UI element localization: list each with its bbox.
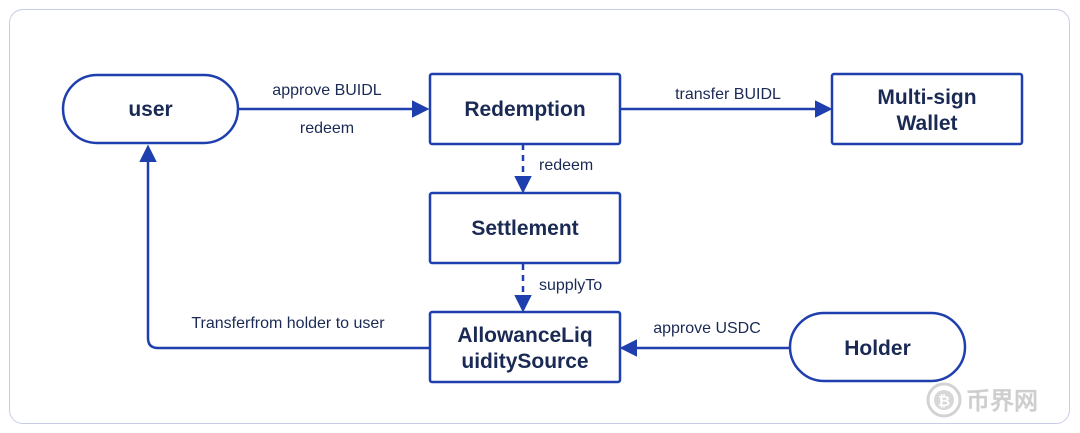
bitcoin-coin-icon: ₿	[926, 382, 962, 418]
node-settlement-label: Settlement	[471, 217, 578, 240]
watermark: ₿ 币界网	[926, 382, 1038, 418]
edge-label-approve-buidl: approve BUIDL	[272, 82, 381, 99]
node-allowance-liquidity-source: AllowanceLiq uiditySource	[428, 310, 622, 384]
node-allowance-label-line2: uiditySource	[461, 350, 588, 373]
node-multisig-label-line2: Wallet	[896, 112, 957, 135]
edge-label-approve-usdc: approve USDC	[653, 320, 761, 337]
edge-label-supply-to: supplyTo	[539, 277, 602, 294]
node-user-label: user	[128, 98, 172, 121]
watermark-text: 币界网	[966, 388, 1038, 415]
node-redemption: Redemption	[428, 72, 622, 146]
edge-label-redeem-settlement: redeem	[539, 157, 593, 174]
node-holder: Holder	[788, 311, 967, 383]
node-settlement: Settlement	[428, 191, 622, 265]
svg-text:₿: ₿	[938, 393, 950, 410]
edge-label-redeem-user: redeem	[300, 120, 354, 137]
node-allowance-label-line1: AllowanceLiq	[457, 324, 592, 347]
node-user: user	[61, 73, 240, 145]
node-multisig-wallet: Multi-sign Wallet	[830, 72, 1024, 146]
node-holder-label: Holder	[844, 337, 911, 360]
node-multisig-label-line1: Multi-sign	[877, 86, 976, 109]
node-redemption-label: Redemption	[464, 98, 585, 121]
edge-label-transferfrom: Transferfrom holder to user	[191, 315, 385, 332]
edge-label-transfer-buidl: transfer BUIDL	[675, 86, 781, 103]
edge-allowance-to-user	[139, 144, 430, 350]
